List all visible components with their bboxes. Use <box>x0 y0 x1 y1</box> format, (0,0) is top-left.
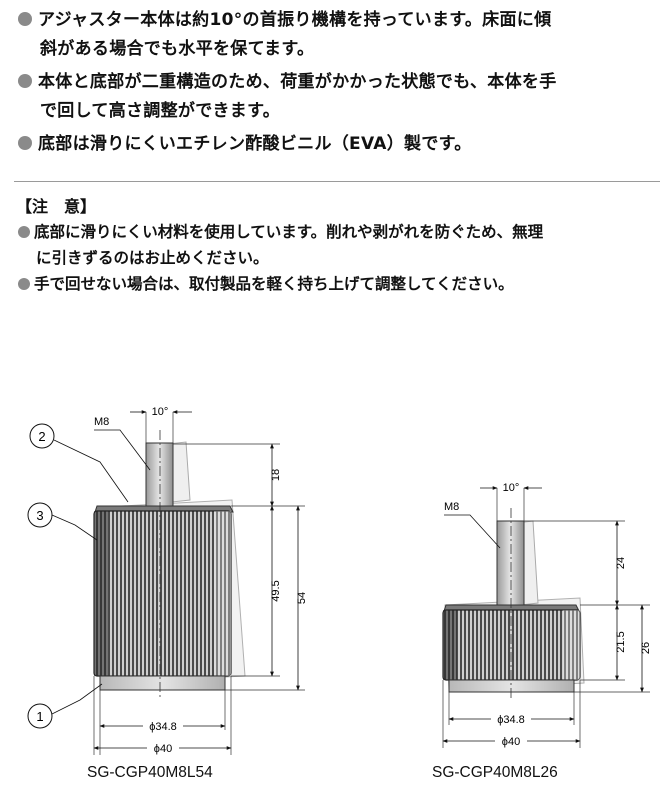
dim-total-label: 54 <box>296 592 308 604</box>
threaded-stem <box>496 520 525 607</box>
bullet-icon <box>18 12 32 26</box>
dim-total-label: 26 <box>640 642 652 654</box>
dim-outer-label: ϕ40 <box>502 736 520 748</box>
feature-1-line-2: 斜がある場合でも水平を保てます。 <box>40 39 315 59</box>
svg-text:2: 2 <box>38 429 45 444</box>
feature-2: 本体と底部が二重構造のため、荷重がかかった状態でも、本体を手 で回して高さ調整が… <box>18 68 658 126</box>
model-label-1: SG-CGP40M8L54 <box>87 764 213 781</box>
dim-outer-label: ϕ40 <box>154 743 172 755</box>
feature-2-line-2: で回して高さ調整ができます。 <box>40 101 280 121</box>
caution-item-1: 底部に滑りにくい材料を使用しています。削れや剥がれを防ぐため、無理 に引きずるの… <box>18 219 668 271</box>
drawing-sg-cgp40m8l54: 18 49.5 54 ϕ34.8 ϕ40 10° M8 2 3 1 <box>27 406 308 755</box>
bullet-icon <box>18 278 30 290</box>
threaded-stem <box>145 442 174 507</box>
feature-1-line-1: アジャスター本体は約10°の首振り機構を持っています。床面に傾 <box>38 10 552 30</box>
caution-1-line-2: に引きずるのはお止めください。 <box>36 249 269 267</box>
svg-text:1: 1 <box>36 709 43 724</box>
drawing-sg-cgp40m8l26: 24 21.5 26 ϕ34.8 ϕ40 10° M8 <box>442 482 652 748</box>
callout-2 <box>29 423 55 449</box>
bullet-icon <box>18 226 30 238</box>
tilt-label: 10° <box>503 482 520 494</box>
knurled-body <box>442 609 581 681</box>
base-pad <box>99 675 226 691</box>
caution-item-2: 手で回せない場合は、取付製品を軽く持ち上げて調整してください。 <box>18 271 668 297</box>
dim-stem-label: 24 <box>615 557 627 569</box>
divider <box>14 181 660 182</box>
knurled-body <box>93 510 232 677</box>
dim-inner-label: ϕ34.8 <box>497 714 525 726</box>
caution-2-line-1: 手で回せない場合は、取付製品を軽く持ち上げて調整してください。 <box>34 275 514 293</box>
dim-stem-label: 18 <box>270 469 282 481</box>
base-pad <box>448 679 575 693</box>
body-shade-left <box>94 511 108 676</box>
body-highlight-right <box>214 511 231 676</box>
feature-2-line-1: 本体と底部が二重構造のため、荷重がかかった状態でも、本体を手 <box>38 72 557 92</box>
thread-label: M8 <box>94 416 109 428</box>
feature-3: 底部は滑りにくいエチレン酢酸ビニル（EVA）製です。 <box>18 130 658 159</box>
dim-body-label: 21.5 <box>615 631 627 652</box>
feature-1: アジャスター本体は約10°の首振り機構を持っています。床面に傾 斜がある場合でも… <box>18 6 658 64</box>
tilt-label: 10° <box>152 406 169 418</box>
caution-title: 【注 意】 <box>16 197 97 216</box>
svg-text:3: 3 <box>36 508 43 523</box>
dim-inner-label: ϕ34.8 <box>149 721 177 733</box>
thread-label: M8 <box>444 501 459 513</box>
model-label-2: SG-CGP40M8L26 <box>432 764 558 781</box>
dim-body-label: 49.5 <box>270 580 282 601</box>
callout-1 <box>27 703 53 729</box>
bullet-icon <box>18 136 32 150</box>
caution-1-line-1: 底部に滑りにくい材料を使用しています。削れや剥がれを防ぐため、無理 <box>34 223 544 241</box>
bullet-icon <box>18 74 32 88</box>
feature-3-line-1: 底部は滑りにくいエチレン酢酸ビニル（EVA）製です。 <box>38 134 472 154</box>
